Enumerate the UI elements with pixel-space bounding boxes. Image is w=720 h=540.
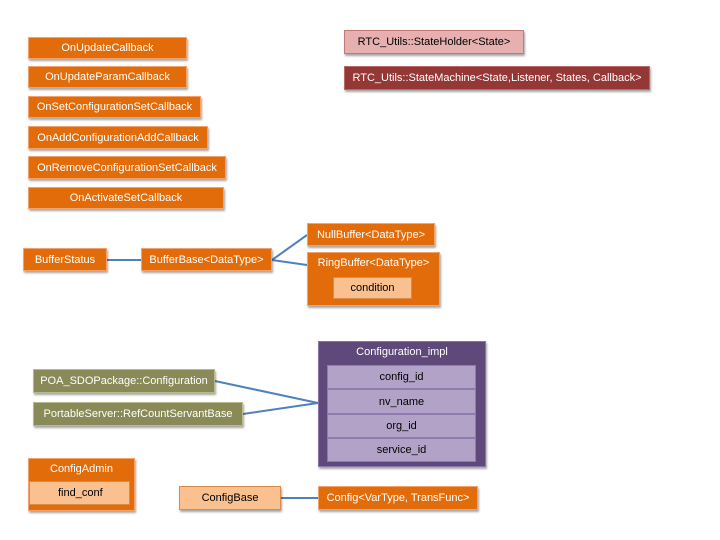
on-update-param-callback-box: OnUpdateParamCallback	[28, 66, 187, 88]
connector-bufferbase-ringbuffer	[271, 259, 308, 266]
on-activate-set-callback-box: OnActivateSetCallback	[28, 187, 224, 209]
connector-poa-impl	[214, 380, 319, 404]
buffer-status-box: BufferStatus	[23, 248, 107, 271]
impl-field-service-id: service_id	[327, 438, 476, 462]
null-buffer-box: NullBuffer<DataType>	[307, 223, 435, 246]
on-add-configuration-add-callback-box: OnAddConfigurationAddCallback	[28, 126, 208, 149]
connector-refcount-impl	[242, 402, 319, 415]
config-base-box: ConfigBase	[179, 486, 281, 510]
state-holder-box: RTC_Utils::StateHolder<State>	[344, 30, 524, 54]
impl-field-config-id: config_id	[327, 365, 476, 389]
connector-bufferbase-nullbuffer	[271, 234, 308, 261]
state-machine-box: RTC_Utils::StateMachine<State,Listener, …	[344, 66, 650, 90]
configuration-impl-title: Configuration_impl	[356, 346, 448, 358]
impl-field-org-id: org_id	[327, 414, 476, 438]
on-remove-configuration-set-callback-box: OnRemoveConfigurationSetCallback	[28, 156, 226, 179]
ring-buffer-title: RingBuffer<DataType>	[317, 257, 430, 269]
buffer-base-box: BufferBase<DataType>	[141, 248, 272, 271]
impl-field-nv-name: nv_name	[327, 389, 476, 414]
ring-buffer-condition-field: condition	[333, 277, 412, 299]
poa-configuration-box: POA_SDOPackage::Configuration	[33, 369, 215, 393]
refcount-servant-base-box: PortableServer::RefCountServantBase	[33, 402, 243, 426]
config-admin-title: ConfigAdmin	[50, 463, 113, 475]
on-update-callback-box: OnUpdateCallback	[28, 37, 187, 59]
config-template-box: Config<VarType, TransFunc>	[318, 486, 478, 510]
config-admin-find-conf-field: find_conf	[29, 481, 130, 505]
on-set-configuration-set-callback-box: OnSetConfigurationSetCallback	[28, 96, 201, 118]
